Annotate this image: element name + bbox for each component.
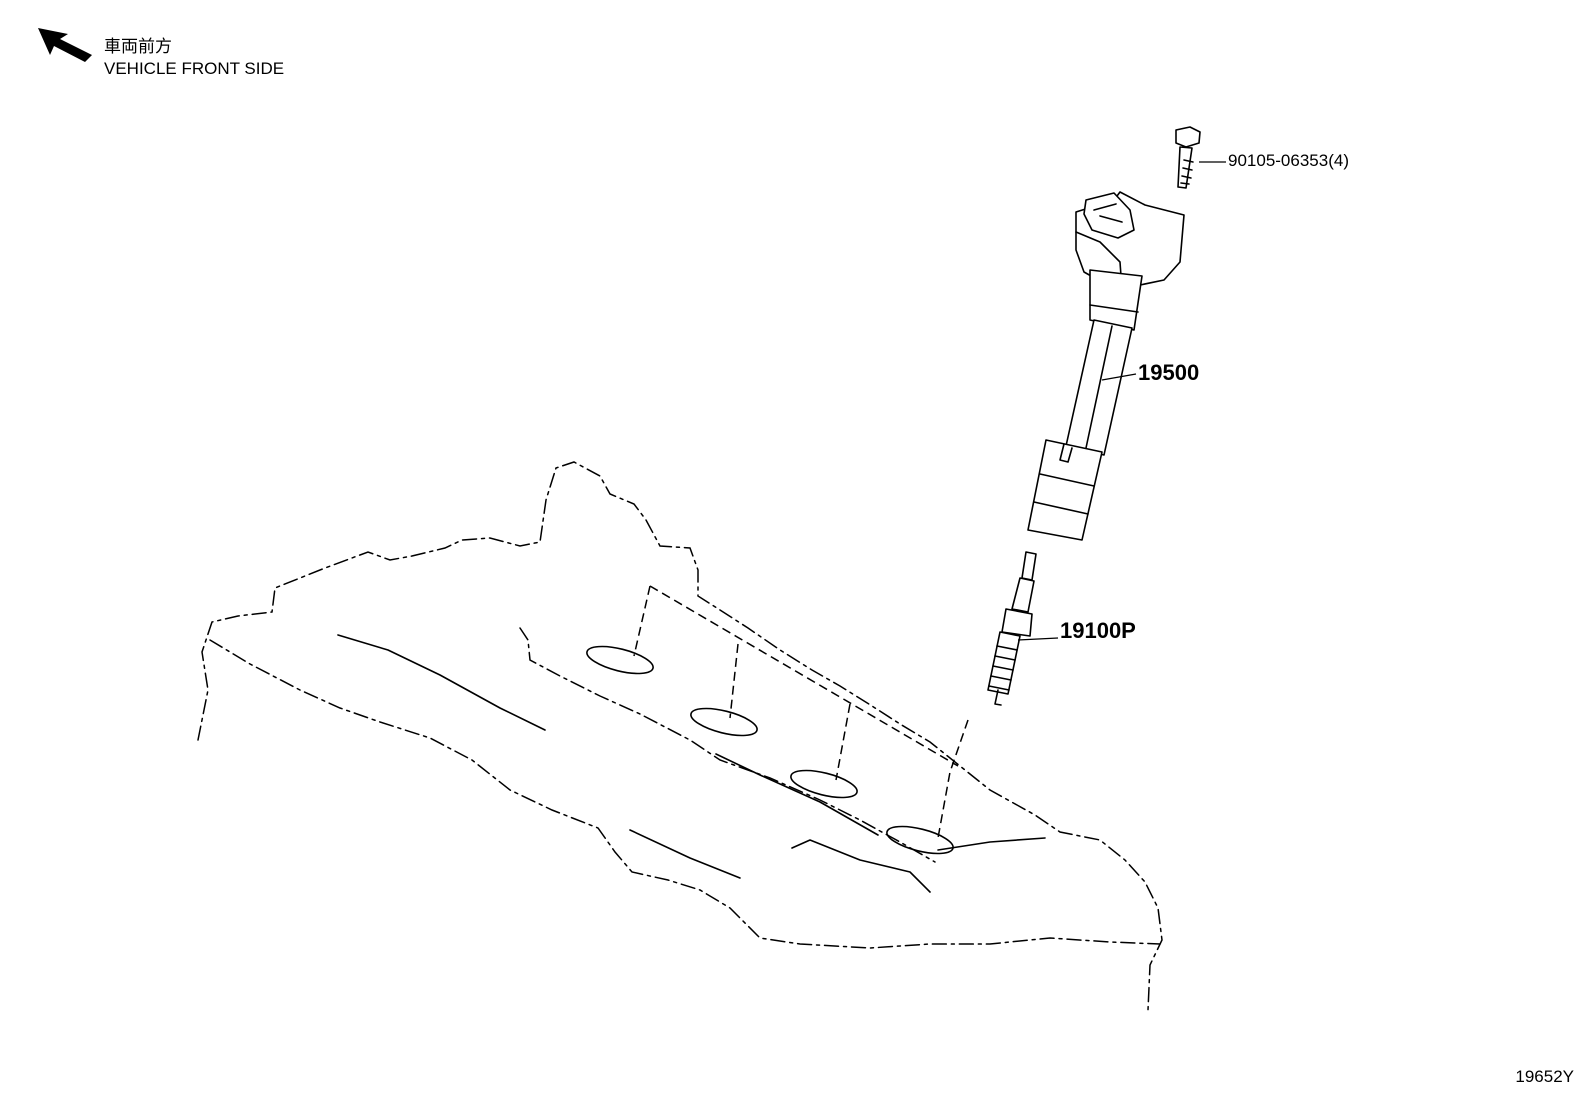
ignition-coil-part-number[interactable]: 19500: [1138, 360, 1200, 385]
direction-label-en: VEHICLE FRONT SIDE: [104, 59, 285, 78]
direction-indicator: 車両前方 VEHICLE FRONT SIDE: [104, 36, 284, 80]
bolt-part-number[interactable]: 90105-06353(4): [1228, 151, 1349, 170]
arrow-up-left-icon: [38, 28, 92, 62]
cylinder-head-outline: [197, 461, 1163, 1011]
spark-plug-part[interactable]: [987, 551, 1037, 706]
ignition-coil-part[interactable]: [1027, 191, 1185, 541]
diagram-code: 19652Y: [1515, 1067, 1574, 1086]
bolt-part[interactable]: [1175, 126, 1201, 189]
direction-label-jp: 車両前方: [104, 37, 172, 56]
spark-plug-part-number[interactable]: 19100P: [1060, 618, 1136, 643]
